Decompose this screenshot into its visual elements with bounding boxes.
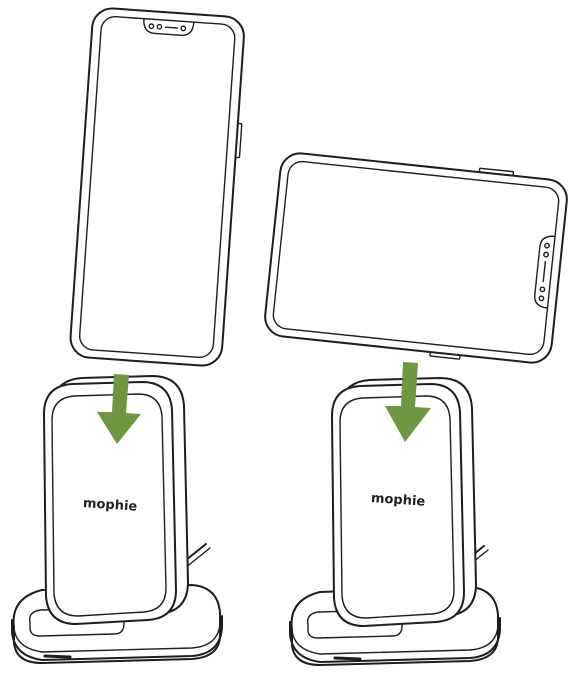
brand-label-left: mophie bbox=[82, 496, 137, 515]
down-arrow-icon bbox=[385, 362, 431, 442]
down-arrow-icon bbox=[97, 374, 141, 444]
wireless-charging-stand-icon: mophie bbox=[11, 375, 223, 664]
wireless-charging-stand-icon: mophie bbox=[289, 377, 501, 666]
brand-label-right: mophie bbox=[370, 491, 425, 510]
phone-landscape-icon bbox=[264, 152, 568, 364]
phone-portrait-icon bbox=[69, 7, 245, 367]
